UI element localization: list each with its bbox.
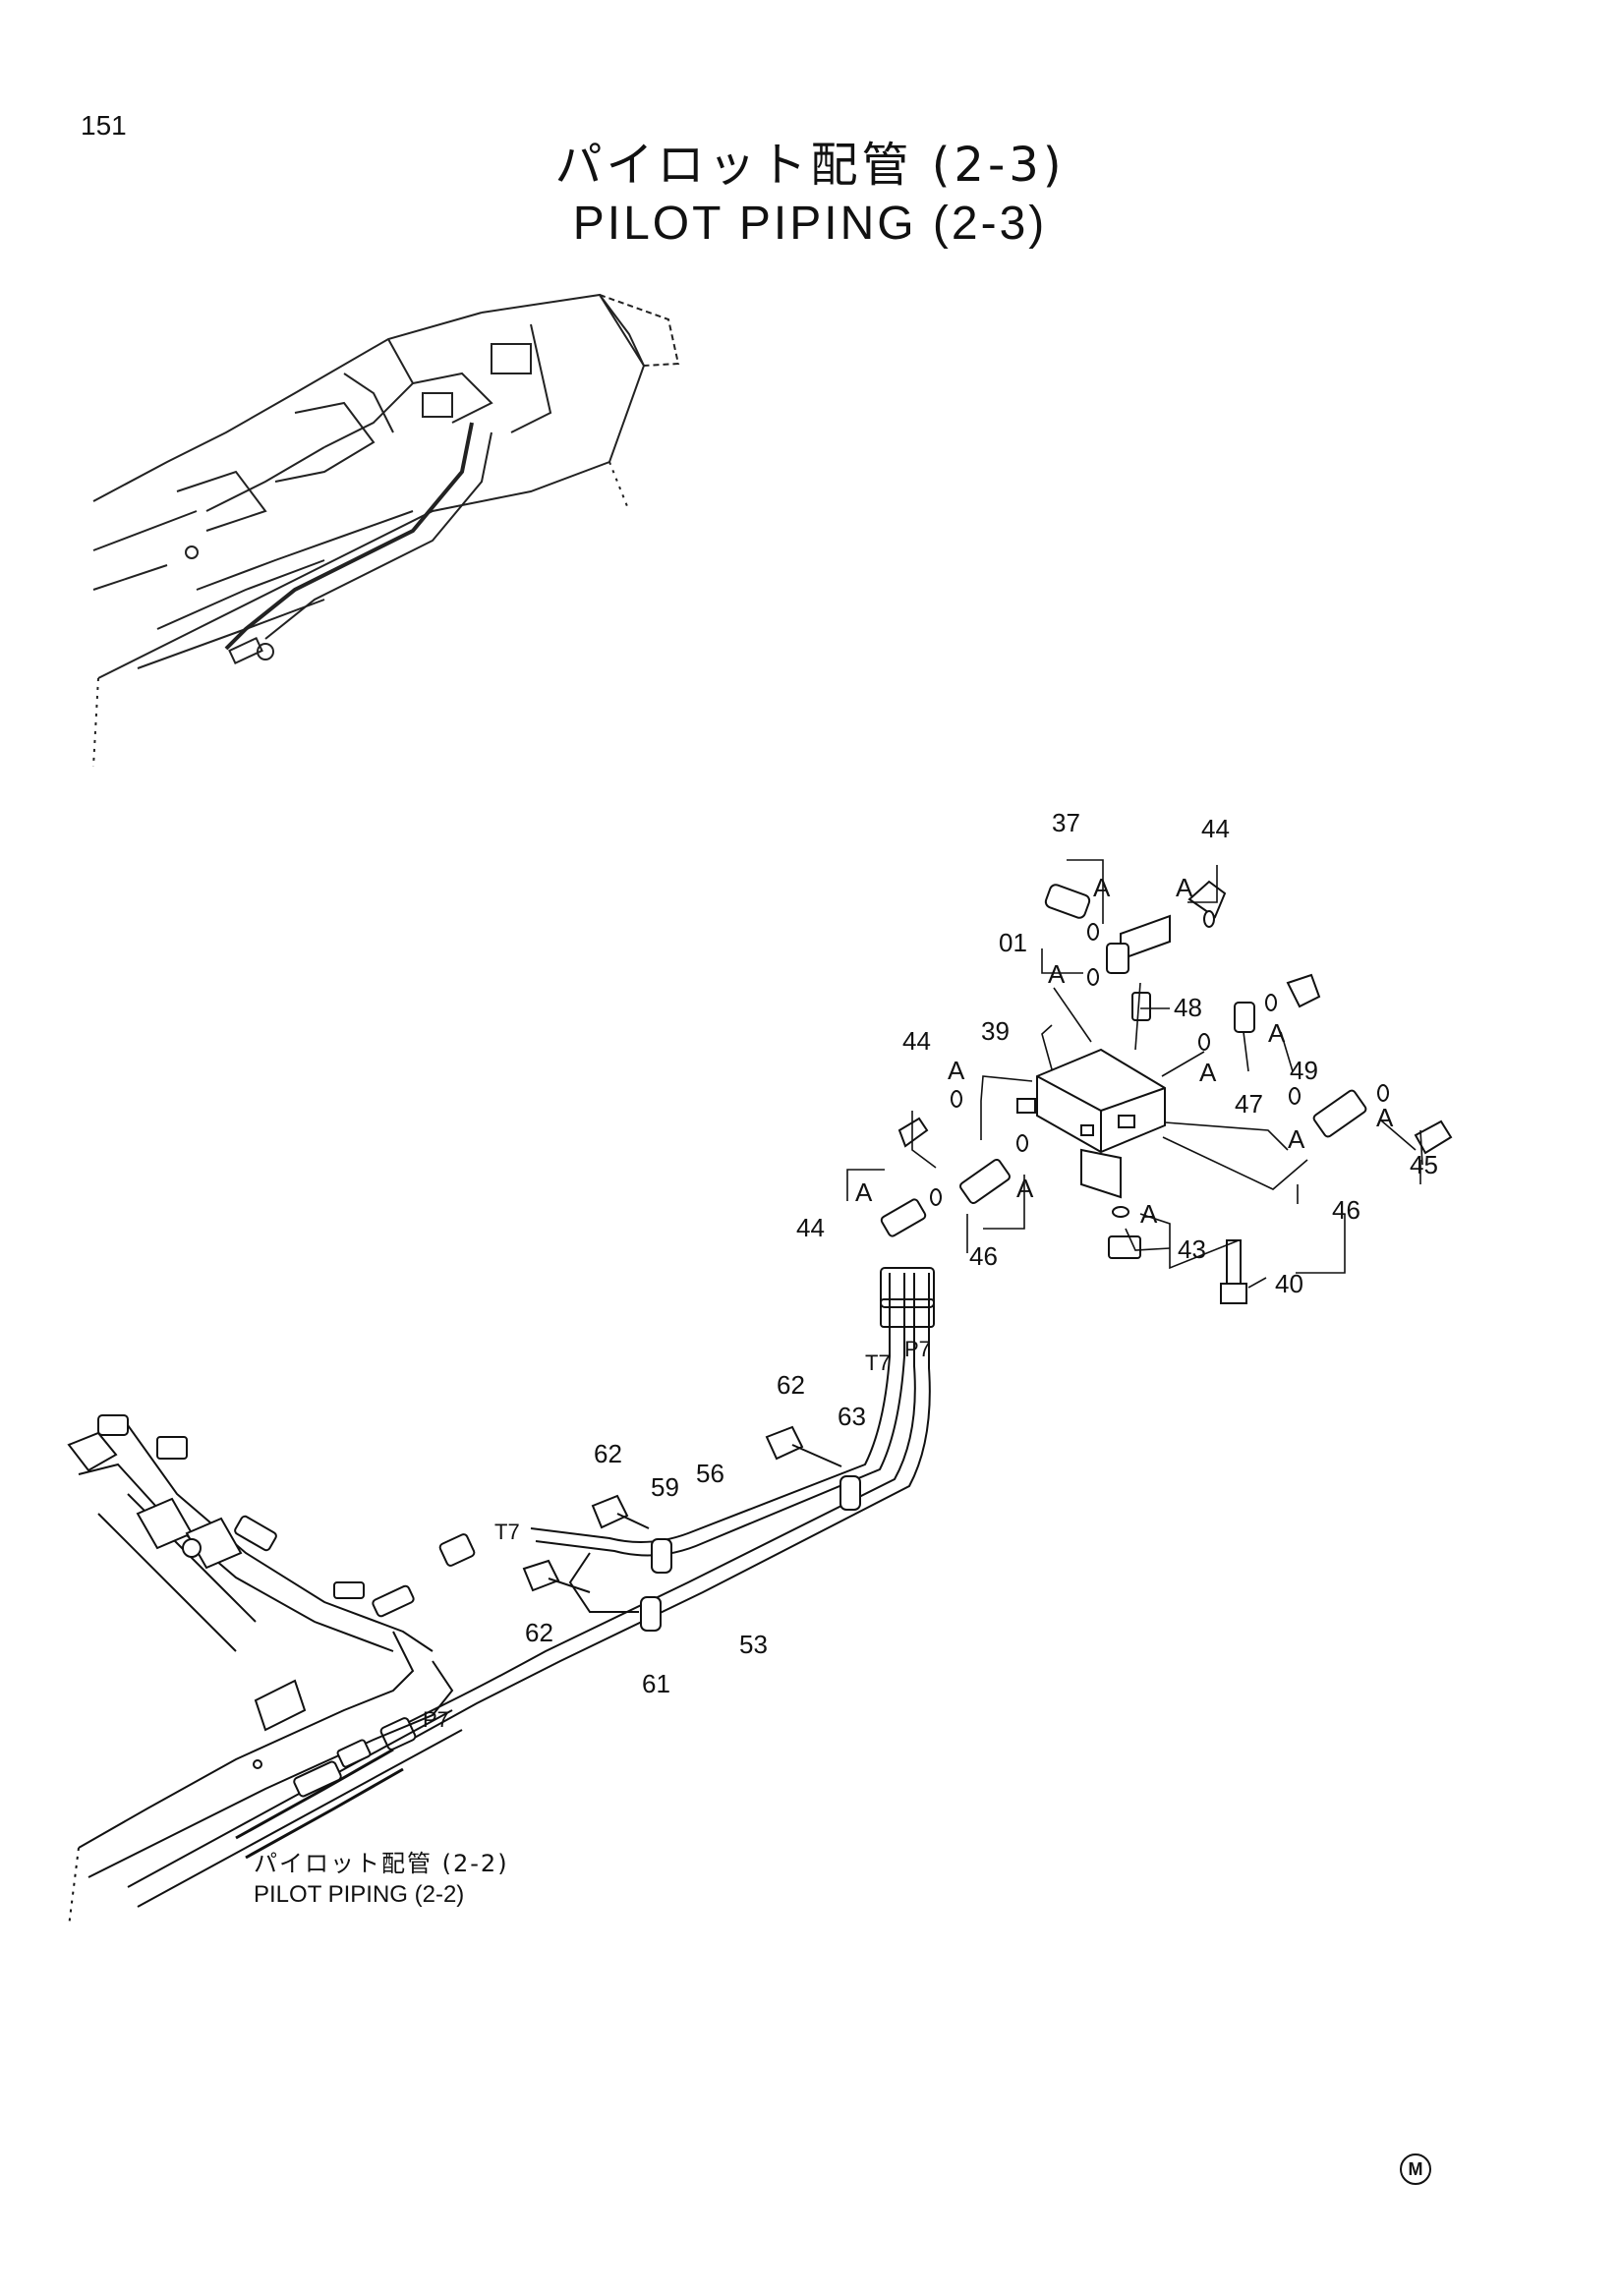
callout-47: 47 <box>1235 1089 1263 1119</box>
machine-overview <box>92 293 680 768</box>
circled-m-mark: M <box>1400 2153 1431 2185</box>
callout-62: 62 <box>525 1618 553 1647</box>
callout-61: 61 <box>642 1669 670 1698</box>
port-letter-a: A <box>1268 1018 1286 1048</box>
callout-46: 46 <box>1332 1195 1360 1225</box>
callout-43: 43 <box>1178 1234 1206 1264</box>
port-letter-a: A <box>1048 959 1066 989</box>
clamps-and-bolts <box>379 1425 861 1751</box>
port-letter-a: A <box>1288 1124 1305 1154</box>
callout-45: 45 <box>1410 1150 1438 1179</box>
callout-59: 59 <box>651 1472 679 1502</box>
pipe-label-p7: P7 <box>423 1707 449 1732</box>
callout-62: 62 <box>777 1370 805 1400</box>
callout-40: 40 <box>1275 1269 1303 1298</box>
port-letter-a: A <box>1093 873 1111 902</box>
callout-44: 44 <box>796 1213 825 1242</box>
pipe-label-t7: T7 <box>865 1350 891 1375</box>
callout-labels: 37 44 01 48 39 44 49 47 45 46 44 46 43 4… <box>525 808 1438 1698</box>
callout-37: 37 <box>1052 808 1080 837</box>
callout-48: 48 <box>1174 993 1202 1022</box>
title-japanese: パイロット配管 (2-3) <box>554 138 1066 193</box>
pipe-label-p7: P7 <box>904 1337 931 1361</box>
port-letter-a: A <box>855 1177 873 1207</box>
pipe-port-labels: P7 T7 T7 P7 <box>423 1337 931 1732</box>
port-letter-a: A <box>1176 873 1193 902</box>
reference-note-japanese: パイロット配管 (2-2) <box>254 1850 509 1877</box>
valve-block-assembly <box>880 880 1453 1304</box>
leader-lines <box>846 859 1423 1289</box>
pilot-hoses <box>402 1267 935 1741</box>
callout-63: 63 <box>838 1402 866 1431</box>
callout-39: 39 <box>981 1016 1010 1046</box>
callout-44: 44 <box>902 1026 931 1056</box>
pipe-label-t7: T7 <box>494 1520 520 1544</box>
reference-note: パイロット配管 (2-2) PILOT PIPING (2-2) <box>254 1848 509 1911</box>
port-letter-a: A <box>1199 1058 1217 1087</box>
callout-53: 53 <box>739 1630 768 1659</box>
callout-56: 56 <box>696 1459 724 1488</box>
port-letters: A A A A A A A A A A A <box>855 873 1394 1229</box>
title-english: PILOT PIPING (2-3) <box>572 198 1048 250</box>
callout-01: 01 <box>999 928 1027 957</box>
title-block: パイロット配管 (2-3) PILOT PIPING (2-3) <box>0 136 1620 254</box>
port-letter-a: A <box>1376 1103 1394 1132</box>
main-pipe-frame <box>67 1414 463 1927</box>
callout-46: 46 <box>969 1241 998 1271</box>
page-number: 151 <box>81 110 127 141</box>
reference-note-english: PILOT PIPING (2-2) <box>254 1881 465 1908</box>
port-letter-a: A <box>1140 1199 1158 1229</box>
callout-62: 62 <box>594 1439 622 1468</box>
port-letter-a: A <box>948 1056 965 1085</box>
port-letter-a: A <box>1016 1174 1034 1203</box>
callout-44: 44 <box>1201 814 1230 843</box>
callout-49: 49 <box>1290 1056 1318 1085</box>
